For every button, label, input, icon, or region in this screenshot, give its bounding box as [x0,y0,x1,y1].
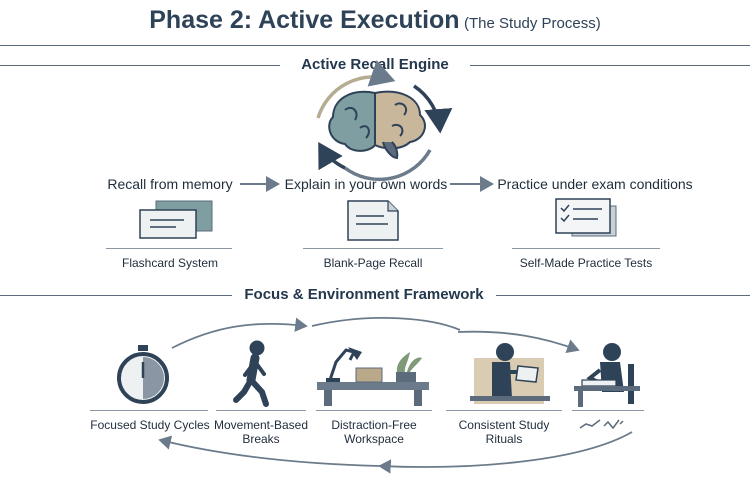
recall-step-1: Recall from memory [107,176,233,192]
recall-heading-rule-left [0,65,280,66]
habit-rule-5 [572,410,644,411]
habit-label-line: Rituals [485,432,523,446]
recall-step-2: Explain in your own words [284,176,448,192]
habit-label-focus-cycles: Focused Study Cycles [88,418,212,432]
habit-label-workspace: Distraction-Free Workspace [318,418,430,446]
tool-label-flashcards: Flashcard System [121,256,219,270]
focus-heading-rule-right [496,295,750,296]
habit-label-rituals: Consistent Study Rituals [446,418,562,446]
focus-heading: Focus & Environment Framework [244,286,484,303]
habit-label-line: Movement-Based [213,418,309,432]
walking-person-icon [233,340,269,407]
tool-rule-1 [106,248,232,249]
focus-heading-rule-left [0,295,232,296]
flashcards-icon [139,200,213,239]
habit-label-line: Consistent Study [458,418,550,432]
tool-label-blank-page: Blank-Page Recall [323,256,423,270]
desk-workspace-icon [317,347,429,406]
reading-person-icon [470,343,550,404]
tool-label-practice-tests: Self-Made Practice Tests [519,256,653,270]
stopwatch-icon [117,345,169,404]
cycle-arrows-icon [316,60,453,182]
habit-rule-3 [316,410,432,411]
habit-label-movement-breaks: Movement-Based Breaks [210,418,312,446]
brain-icon [328,90,426,160]
title-subtitle: (The Study Process) [464,15,601,32]
recall-step-3: Practice under exam conditions [497,176,693,192]
checklist-icon [555,198,617,237]
habit-label-line: Focused Study Cycles [90,418,210,432]
recall-heading-rule-right [470,65,750,66]
tool-rule-2 [303,248,443,249]
tool-rule-3 [512,248,660,249]
habit-rule-4 [446,410,562,411]
habit-label-line: Distraction-Free [331,418,417,432]
studying-person-icon [574,343,640,430]
habit-rule-2 [216,410,306,411]
title-main: Phase 2: Active Execution [149,6,460,34]
habit-rule-1 [90,410,208,411]
focus-cycle-arrows [158,317,633,474]
page-title: Phase 2: Active Execution (The Study Pro… [0,6,750,35]
document-icon [347,200,399,241]
habit-label-line: Workspace [344,432,404,446]
title-divider [0,45,750,46]
habit-label-line: Breaks [242,432,280,446]
